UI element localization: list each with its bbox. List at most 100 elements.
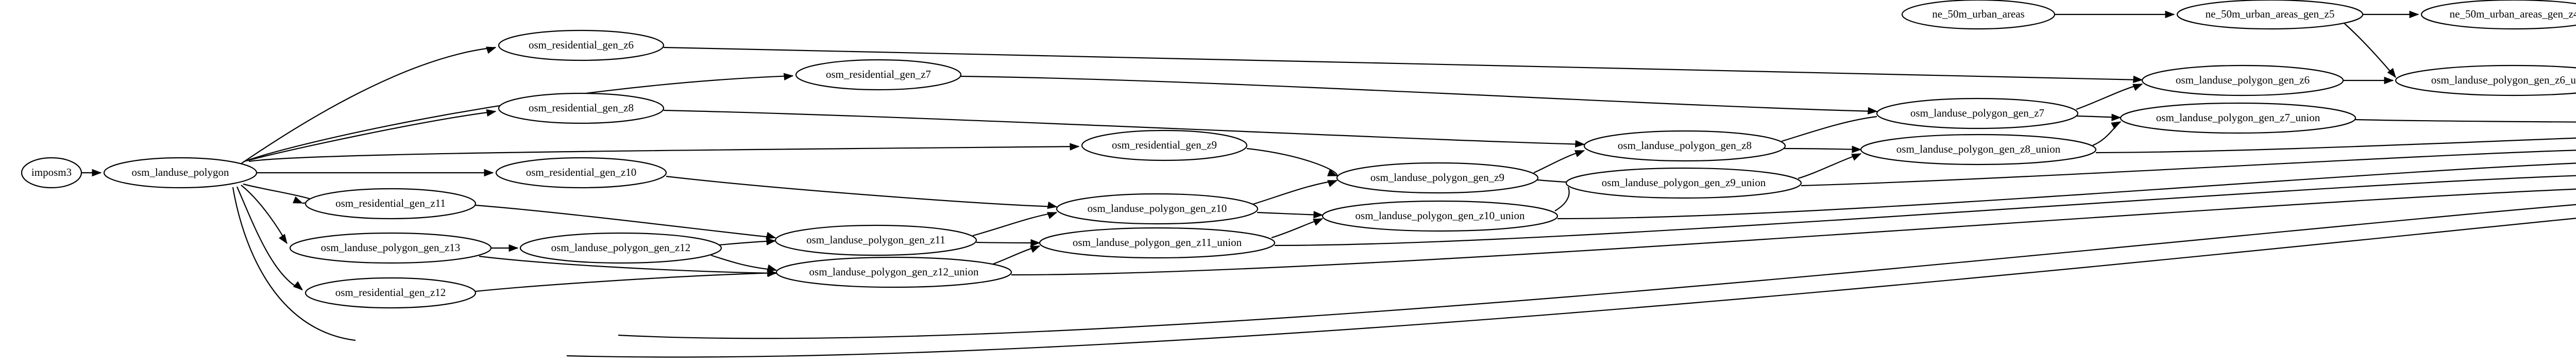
node-label: osm_landuse_polygon_gen_z10_union (1355, 209, 1525, 222)
graph-node[interactable]: osm_landuse_polygon_gen_z9_union (1565, 167, 1802, 199)
graph-node[interactable]: osm_landuse_polygon_gen_z11 (774, 224, 977, 256)
edge (2095, 137, 2576, 154)
edge (475, 204, 776, 239)
node-label: osm_residential_gen_z7 (826, 68, 931, 80)
graph-node[interactable]: ne_50m_urban_areas_gen_z5 (2176, 0, 2364, 30)
arrow-head-icon (1030, 245, 1041, 253)
arrow-head-icon (1030, 239, 1041, 247)
node-label: osm_residential_gen_z9 (1112, 139, 1217, 151)
arrow-head-icon (2409, 10, 2419, 19)
nodes-layer: imposm3 osm_landuse_polygon osm_residentia… (21, 0, 2576, 309)
graph-node[interactable]: osm_residential_gen_z9 (1081, 129, 1248, 161)
node-shape (1901, 0, 2056, 30)
node-label: ne_50m_urban_areas_gen_z4 (2450, 8, 2576, 20)
arrow-head-icon (486, 46, 497, 54)
node-shape (1321, 200, 1558, 232)
node-shape (498, 29, 665, 61)
graph-node[interactable]: osm_landuse_polygon_gen_z11_union (1039, 227, 1276, 259)
node-label: osm_landuse_polygon_gen_z7_union (2156, 111, 2320, 124)
node-label: osm_landuse_polygon_gen_z13 (321, 241, 461, 254)
node-shape (2176, 0, 2364, 30)
graph-node[interactable]: osm_landuse_polygon_gen_z13 (289, 232, 492, 264)
edge (240, 46, 496, 164)
arrowheads-layer (92, 10, 2419, 290)
edges-layer (81, 13, 2576, 358)
node-label: osm_residential_gen_z12 (335, 286, 446, 299)
arrow-head-icon (1575, 140, 1585, 147)
edge (666, 175, 1057, 208)
node-shape (304, 277, 477, 309)
graph-node[interactable]: osm_landuse_polygon_gen_z9 (1336, 162, 1539, 194)
node-label: osm_landuse_polygon_gen_z6 (2176, 74, 2310, 86)
graph-node[interactable]: ne_50m_urban_areas_gen_z4 (2420, 0, 2576, 30)
graph-node[interactable]: osm_landuse_polygon_gen_z7_union (2120, 102, 2357, 134)
graph-node[interactable]: osm_landuse_polygon_gen_z6_union (2395, 64, 2576, 96)
edge (2344, 23, 2396, 78)
arrow-head-icon (766, 238, 776, 245)
arrow-head-icon (509, 244, 519, 252)
graph-node[interactable]: imposm3 (21, 157, 82, 189)
node-shape (1876, 97, 2079, 129)
edge (2076, 83, 2143, 110)
edge (960, 75, 1877, 112)
node-label: osm_landuse_polygon_gen_z7 (1910, 107, 2044, 119)
graph-node[interactable]: osm_residential_gen_z10 (495, 157, 667, 189)
graph-node[interactable]: osm_landuse_polygon_gen_z8 (1583, 130, 1786, 162)
arrow-head-icon (1313, 218, 1324, 226)
graph-node[interactable]: osm_landuse_polygon_gen_z10_union (1321, 200, 1558, 232)
node-shape (1565, 167, 1802, 199)
edge (663, 109, 1585, 145)
node-shape (774, 224, 977, 256)
edge (972, 211, 1057, 237)
edge (1554, 187, 1570, 211)
node-shape (1056, 193, 1259, 225)
node-label: ne_50m_urban_areas_gen_z5 (2206, 8, 2335, 20)
arrow-head-icon (279, 234, 287, 244)
graph-node[interactable]: ne_50m_urban_areas (1901, 0, 2056, 30)
node-shape (498, 92, 665, 124)
edge (618, 204, 2576, 339)
node-label: osm_landuse_polygon_gen_z10 (1088, 202, 1227, 215)
arrow-head-icon (1070, 143, 1080, 151)
arrow-head-icon (1574, 150, 1585, 157)
edge (479, 255, 777, 274)
graph-node[interactable]: osm_landuse_polygon_gen_z12 (519, 232, 722, 264)
edge (243, 183, 314, 204)
arrow-head-icon (486, 109, 497, 117)
graph-node[interactable]: osm_landuse_polygon_gen_z6 (2141, 64, 2344, 96)
graph-node[interactable]: osm_landuse_polygon_gen_z8_union (1860, 134, 2097, 166)
arrow-head-icon (2165, 10, 2175, 19)
node-shape (1336, 162, 1539, 194)
graph-node[interactable]: osm_landuse_polygon_gen_z7 (1876, 97, 2079, 129)
graph-node[interactable]: osm_landuse_polygon (103, 157, 258, 189)
edge (1252, 179, 1337, 205)
node-label: osm_landuse_polygon_gen_z8_union (1896, 143, 2061, 155)
edge (248, 145, 1079, 162)
graph-node[interactable]: osm_landuse_polygon_gen_z10 (1056, 193, 1259, 225)
arrow-head-icon (92, 169, 102, 177)
arrow-head-icon (766, 232, 776, 239)
edge (1557, 162, 2576, 220)
edge (1257, 211, 1323, 216)
graph-node[interactable]: osm_landuse_polygon_gen_z12_union (775, 256, 1012, 288)
arrow-head-icon (1852, 145, 1862, 153)
arrow-head-icon (767, 264, 777, 272)
node-shape (289, 232, 492, 264)
node-label: osm_landuse_polygon_gen_z9 (1370, 171, 1504, 184)
edge (976, 241, 1040, 244)
graph-node[interactable]: osm_residential_gen_z6 (498, 29, 665, 61)
arrow-head-icon (2384, 76, 2394, 85)
arrow-head-icon (783, 73, 794, 81)
node-label: osm_landuse_polygon_gen_z6_union (2431, 74, 2576, 86)
edge (236, 186, 303, 291)
node-shape (1583, 130, 1786, 162)
node-shape (795, 59, 962, 91)
node-shape (2120, 102, 2357, 134)
graph-node[interactable]: osm_residential_gen_z7 (795, 59, 962, 91)
node-shape (1039, 227, 1276, 259)
graph-node[interactable]: osm_residential_gen_z12 (304, 277, 477, 309)
graph-node[interactable]: osm_residential_gen_z11 (304, 188, 477, 220)
node-shape (1081, 129, 1248, 161)
graph-node[interactable]: osm_residential_gen_z8 (498, 92, 665, 124)
